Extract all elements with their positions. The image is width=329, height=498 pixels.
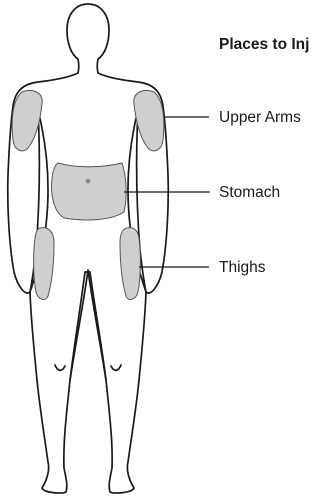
upper-arms-label: Upper Arms <box>219 109 301 126</box>
thighs-label: Thighs <box>219 259 266 276</box>
stomach-label: Stomach <box>219 184 280 201</box>
body-silhouette <box>8 4 169 493</box>
left-knee-line <box>55 365 65 370</box>
stomach-area <box>52 163 127 220</box>
thigh-left-area <box>34 228 54 300</box>
inner-legs-line <box>70 270 106 380</box>
thigh-right-area <box>120 228 140 300</box>
navel-mark <box>86 179 91 184</box>
upper-arm-left-area <box>12 91 42 151</box>
diagram-title: Places to Inj <box>219 36 309 53</box>
injection-areas <box>12 91 164 300</box>
upper-arm-right-area <box>134 91 164 151</box>
body-outline <box>8 4 169 493</box>
right-knee-line <box>111 365 121 370</box>
